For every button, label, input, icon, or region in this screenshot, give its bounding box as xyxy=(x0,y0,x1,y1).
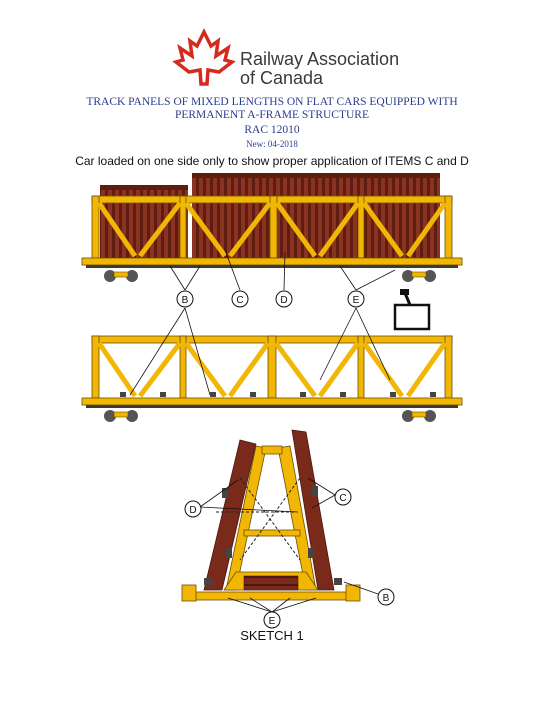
a-frame-end-view xyxy=(181,429,361,602)
callout-b-text: B xyxy=(182,295,189,306)
document-title-line2: PERMANENT A-FRAME STRUCTURE xyxy=(174,109,370,121)
callout-e-sketch: E xyxy=(263,611,281,629)
org-name-line2: of Canada xyxy=(240,68,324,88)
callout-d-car: D xyxy=(275,290,293,308)
loaded-flat-car xyxy=(81,173,463,282)
callout-c-sketch: C xyxy=(334,488,352,506)
callout-b-sketch: B xyxy=(377,588,395,606)
callout-d-sketch-text: D xyxy=(189,505,196,516)
maple-leaf-logo xyxy=(172,28,236,86)
document-title: TRACK PANELS OF MIXED LENGTHS ON FLAT CA… xyxy=(40,96,504,122)
empty-flat-car xyxy=(81,335,463,422)
org-name: Railway Association of Canada xyxy=(240,50,399,88)
track-panel-stack-right xyxy=(192,176,440,258)
sketch-label: SKETCH 1 xyxy=(240,628,304,643)
ratchet-winch-icon xyxy=(393,289,431,331)
callout-b-car: B xyxy=(176,290,194,308)
document-title-line1: TRACK PANELS OF MIXED LENGTHS ON FLAT CA… xyxy=(86,96,458,108)
callout-e-car: E xyxy=(347,290,365,308)
callout-e-sketch-text: E xyxy=(269,616,276,627)
callout-c-text: C xyxy=(236,295,243,306)
revision-date: New: 04-2018 xyxy=(246,139,298,149)
callout-b-sketch-text: B xyxy=(383,593,390,604)
document-code: RAC 12010 xyxy=(244,124,300,136)
callout-d-sketch: D xyxy=(184,500,202,518)
callout-e-text: E xyxy=(353,295,360,306)
callout-d-text: D xyxy=(280,295,287,306)
leader-lines xyxy=(129,249,396,613)
callout-c-sketch-text: C xyxy=(339,493,346,504)
callout-c-car: C xyxy=(231,290,249,308)
org-name-line1: Railway Association xyxy=(240,49,400,69)
figure-caption: Car loaded on one side only to show prop… xyxy=(75,154,469,168)
